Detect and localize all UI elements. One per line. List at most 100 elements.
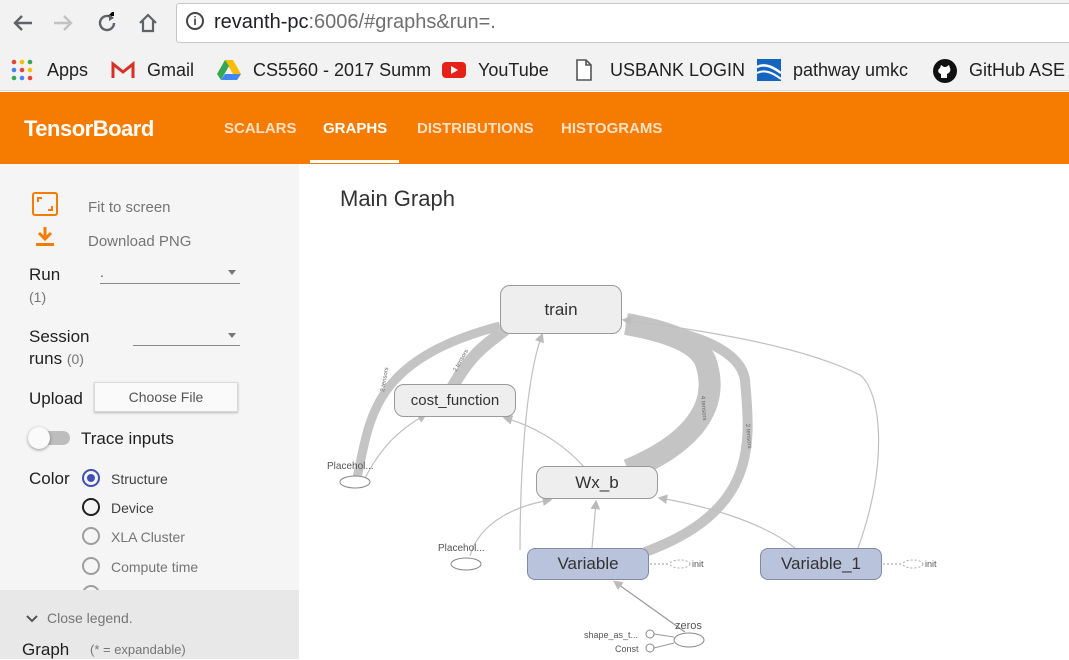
address-bar[interactable] — [176, 3, 1069, 43]
radio-label-compute: Compute time — [111, 559, 199, 575]
url-text[interactable]: revanth-pc:6006/#graphs&run=. — [214, 11, 496, 34]
close-legend-button[interactable]: Close legend. — [47, 610, 133, 626]
node-wx-b[interactable]: Wx_b — [536, 466, 658, 499]
run-count: (1) — [29, 289, 47, 305]
chevron-down-icon[interactable] — [228, 270, 236, 275]
back-icon[interactable] — [8, 8, 38, 38]
placeholder-node-shape — [450, 557, 482, 571]
app-title: TensorBoard — [24, 116, 154, 141]
legend-graph-label: Graph — [22, 640, 70, 659]
radio-device[interactable] — [82, 498, 100, 516]
edge-cost-train — [446, 325, 509, 391]
bookmark-pathway[interactable]: pathway umkc — [756, 58, 909, 82]
toggle-thumb[interactable] — [28, 427, 50, 449]
bookmark-apps[interactable]: Apps — [11, 58, 88, 82]
edge-const-zeros — [653, 642, 675, 649]
radio-label-device: Device — [111, 500, 154, 516]
upload-label: Upload — [29, 389, 83, 408]
edge-label: 4 tensors — [699, 396, 707, 421]
edge-placeholder2-train — [519, 332, 544, 551]
bookmark-cs5560[interactable]: CS5560 - 2017 Summ — [217, 58, 431, 82]
const-label[interactable]: Const — [615, 644, 639, 654]
tab-scalars[interactable]: SCALARS — [224, 120, 297, 137]
tensorboard-header — [0, 92, 1069, 164]
shape-as-t-label[interactable]: shape_as_t... — [584, 630, 639, 640]
placeholder-label[interactable]: Placehol... — [327, 461, 374, 472]
init-label[interactable]: init — [692, 559, 704, 569]
session-label: Session — [29, 327, 90, 346]
node-variable-1[interactable]: Variable_1 — [760, 548, 882, 580]
node-cost-function[interactable]: cost_function — [394, 384, 516, 417]
shape-node-shape — [645, 629, 655, 639]
url-host: revanth-pc — [214, 11, 309, 33]
edge-variable1-wxb — [657, 494, 796, 549]
legend-panel — [0, 590, 299, 659]
bookmark-label: Apps — [47, 59, 89, 80]
choose-file-button[interactable]: Choose File — [94, 382, 238, 412]
session-count: (0) — [66, 351, 84, 367]
edge-variable-wxb — [590, 499, 601, 549]
run-select[interactable] — [100, 283, 240, 284]
reload-icon[interactable] — [92, 8, 122, 38]
session-select[interactable] — [133, 345, 240, 346]
chevron-down-icon[interactable] — [228, 333, 236, 338]
bookmark-label: USBANK LOGIN — [610, 59, 746, 80]
color-label: Color — [29, 469, 70, 488]
youtube-icon — [442, 59, 466, 81]
bookmark-youtube[interactable]: YouTube — [442, 58, 549, 82]
google-drive-icon — [217, 59, 241, 81]
active-tab-indicator — [310, 160, 399, 163]
run-label: Run — [29, 265, 61, 284]
zeros-label[interactable]: zeros — [675, 620, 702, 632]
bookmark-label: GitHub ASE — [969, 59, 1066, 80]
bookmark-label: YouTube — [478, 59, 549, 80]
bookmark-label: pathway umkc — [793, 59, 909, 80]
fit-to-screen-button[interactable]: Fit to screen — [88, 199, 171, 216]
node-train[interactable]: train — [500, 285, 622, 334]
node-variable[interactable]: Variable — [527, 548, 649, 580]
radio-compute-time[interactable] — [82, 557, 100, 575]
fit-to-screen-icon[interactable] — [32, 192, 58, 221]
edge-label: 2 tensors — [744, 424, 752, 449]
radio-xla-cluster[interactable] — [82, 527, 100, 545]
edge-placeholder-cost — [364, 413, 428, 479]
bookmark-gmail[interactable]: Gmail — [111, 58, 194, 82]
const-node-shape — [645, 643, 655, 653]
edge-wxb-cost — [502, 415, 586, 469]
bookmark-github[interactable]: GitHub ASE — [933, 58, 1066, 83]
trace-inputs-label: Trace inputs — [81, 429, 174, 448]
placeholder-label[interactable]: Placehol... — [438, 543, 485, 554]
forward-icon[interactable] — [48, 8, 78, 38]
home-icon[interactable] — [133, 8, 163, 38]
bookmark-label: Gmail — [147, 59, 195, 80]
tab-distributions[interactable]: DISTRIBUTIONS — [417, 120, 534, 137]
expandable-note: (* = expandable) — [90, 642, 186, 657]
init-label[interactable]: init — [925, 559, 937, 569]
tab-histograms[interactable]: HISTOGRAMS — [561, 120, 663, 137]
graph-edges: 2 tensors 2 tensors 4 tensors 2 tensors — [339, 313, 924, 653]
document-icon — [574, 59, 596, 81]
chevron-down-icon[interactable] — [26, 611, 38, 629]
download-png-button[interactable]: Download PNG — [88, 233, 192, 250]
radio-structure[interactable] — [82, 469, 100, 487]
edge-placeholder-train — [352, 321, 502, 479]
edge-wxb-train — [623, 313, 721, 481]
zeros-node-shape — [673, 632, 705, 648]
github-icon — [933, 59, 957, 83]
edge-label: 2 tensors — [380, 367, 390, 392]
placeholder-node-shape — [339, 475, 371, 489]
info-icon[interactable]: i — [186, 12, 204, 30]
bookmark-label: CS5560 - 2017 Summ — [253, 59, 432, 80]
edge-placeholder2-wxb — [469, 496, 553, 557]
gmail-icon — [111, 59, 135, 81]
edge-shape-zeros — [653, 633, 675, 638]
run-select-value[interactable]: . — [100, 264, 104, 280]
graph-title: Main Graph — [340, 186, 455, 211]
bookmark-usbank[interactable]: USBANK LOGIN — [574, 58, 745, 82]
tab-graphs[interactable]: GRAPHS — [323, 120, 388, 137]
init-node-shape — [669, 559, 691, 569]
download-icon[interactable] — [34, 226, 56, 253]
radio-label-xla: XLA Cluster — [111, 529, 185, 545]
apps-grid-icon — [11, 59, 33, 81]
session-runs-text: runs — [29, 349, 63, 368]
